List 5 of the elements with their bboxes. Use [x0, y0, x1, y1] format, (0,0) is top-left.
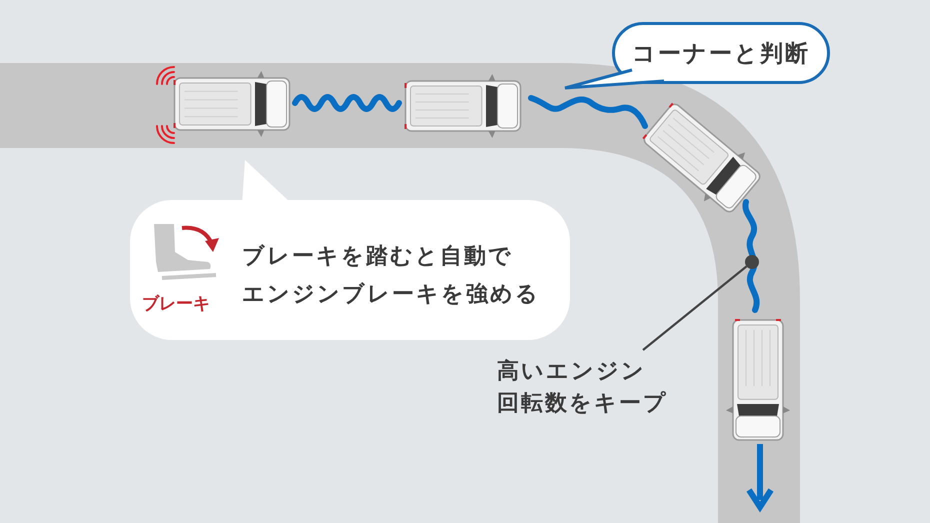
- speech-bubble: [130, 200, 570, 340]
- callout-text: 高いエンジン回転数をキープ: [497, 350, 697, 422]
- leader-line: [642, 266, 748, 351]
- brake-label: ブレーキ: [142, 293, 210, 315]
- description-text: ブレーキを踏むと自動でエンジンブレーキを強める: [242, 243, 541, 309]
